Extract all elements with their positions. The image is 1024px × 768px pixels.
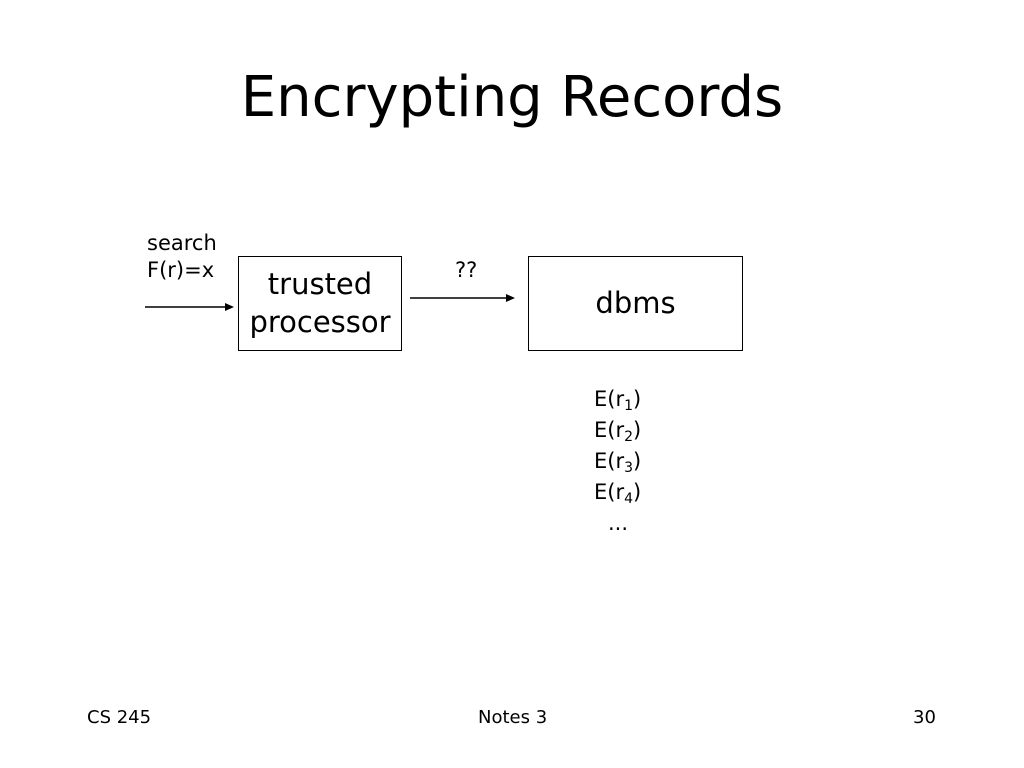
encrypted-record: E(r1) <box>594 384 641 415</box>
dbms-label: dbms <box>595 285 676 320</box>
search-label-line: search <box>147 231 217 255</box>
encrypted-record: E(r3) <box>594 446 641 477</box>
record-text: E(r <box>594 480 625 504</box>
record-text: E(r <box>594 449 625 473</box>
trusted-processor-label: trusted processor <box>249 266 390 340</box>
encrypted-record: E(r2) <box>594 415 641 446</box>
record-close: ) <box>633 418 642 442</box>
record-subscript: 1 <box>624 398 634 414</box>
footer-course: CS 245 <box>87 707 152 728</box>
record-close: ) <box>633 387 642 411</box>
footer-page-number: 30 <box>913 707 936 728</box>
footer-notes: Notes 3 <box>478 707 548 728</box>
query-label-line: F(r)=x <box>147 258 215 283</box>
encrypted-records-list: E(r1) E(r2) E(r3) E(r4) <box>594 384 641 508</box>
slide-title: Encrypting Records <box>240 65 784 130</box>
dbms-box: dbms <box>528 256 743 351</box>
processor-to-dbms-arrow <box>410 294 515 302</box>
record-close: ) <box>633 480 642 504</box>
record-text: E(r <box>594 418 625 442</box>
processor-to-dbms-head <box>506 294 515 302</box>
processor-label-line: processor <box>249 304 391 339</box>
record-subscript: 2 <box>624 429 634 445</box>
input-arrow <box>145 303 234 311</box>
record-subscript: 4 <box>624 491 634 507</box>
record-subscript: 3 <box>624 460 634 476</box>
encrypted-record: E(r4) <box>594 477 641 508</box>
records-ellipsis: ... <box>608 511 629 535</box>
unknown-query-label: ?? <box>455 258 478 282</box>
trusted-processor-box: trusted processor <box>238 256 402 351</box>
search-query-label: search F(r)=x <box>147 230 217 285</box>
record-close: ) <box>633 449 642 473</box>
input-arrow-head <box>225 303 234 311</box>
trusted-label-line: trusted <box>267 267 373 302</box>
record-text: E(r <box>594 387 625 411</box>
